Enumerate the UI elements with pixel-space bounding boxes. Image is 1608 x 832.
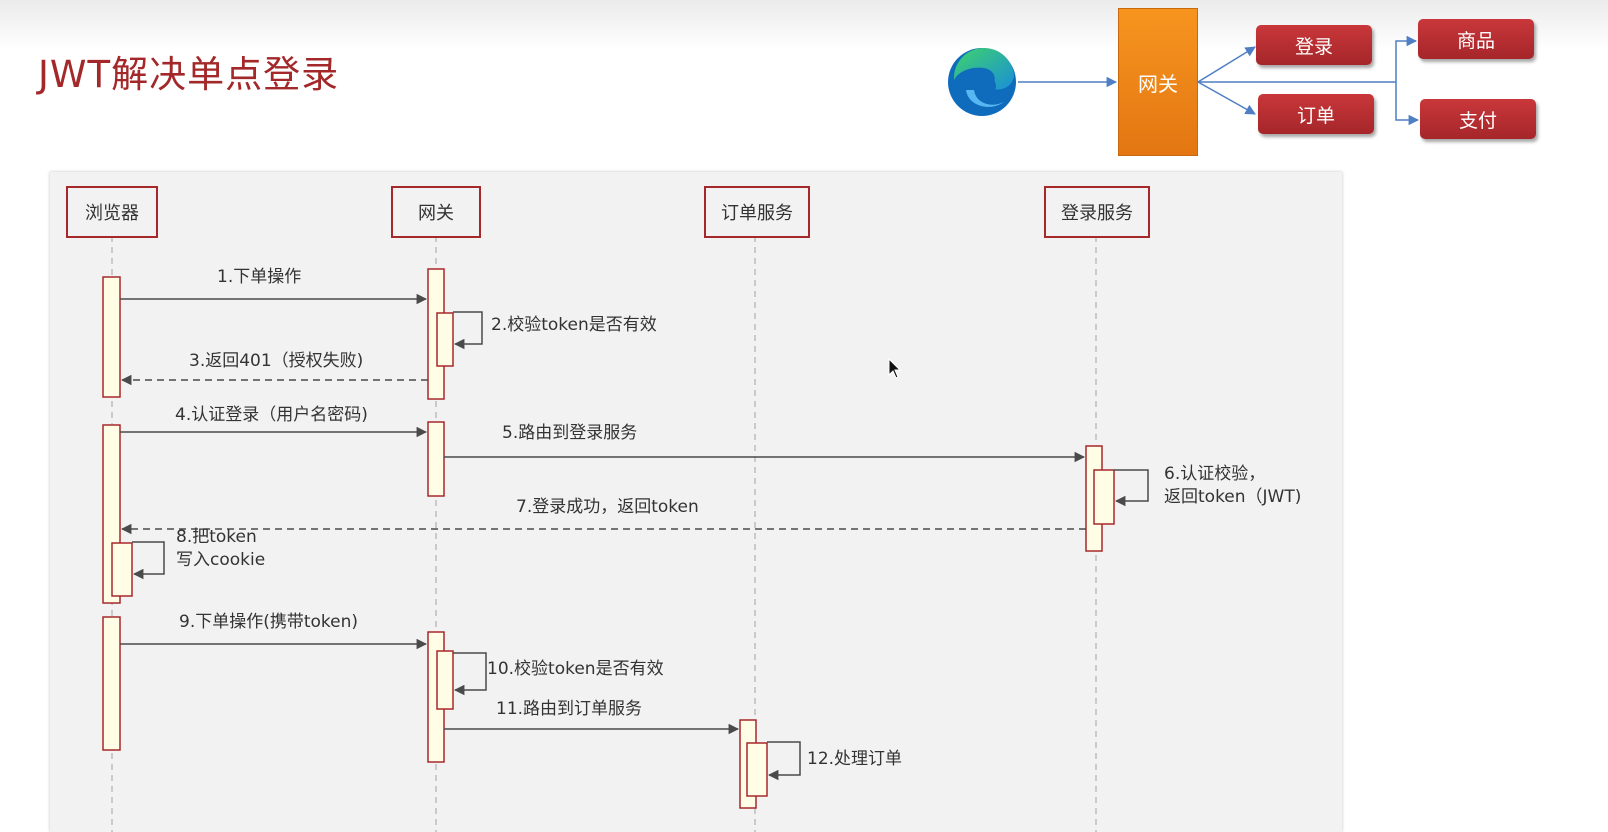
msg-10-arrow (453, 652, 487, 696)
msg-12-arrow (767, 741, 801, 781)
msg-8-arrow (132, 541, 165, 580)
participant-browser: 浏览器 (66, 186, 158, 238)
slide-title: JWT解决单点登录 (38, 53, 340, 96)
edge-browser-icon (948, 47, 1016, 116)
msg-11-label: 11.路由到订单服务 (496, 699, 643, 719)
msg-10-label: 10.校验token是否有效 (487, 659, 664, 679)
msg-6-label-line2: 返回token（JWT) (1164, 487, 1302, 507)
msg-2-arrow (453, 311, 483, 350)
msg-5-label: 5.路由到登录服务 (502, 423, 638, 443)
msg-9-label: 9.下单操作(携带token) (179, 612, 359, 632)
msg-3-label: 3.返回401（授权失败) (189, 351, 364, 371)
participant-gateway: 网关 (391, 186, 481, 238)
activation-gateway-2 (427, 421, 445, 497)
activation-browser-3 (102, 616, 121, 751)
msg-2-label: 2.校验token是否有效 (491, 315, 657, 335)
msg-6-label-line1: 6.认证校验， (1164, 464, 1266, 484)
activation-order-self (746, 742, 768, 797)
flow-product-box: 商品 (1418, 19, 1534, 59)
msg-4-label: 4.认证登录（用户名密码) (175, 405, 368, 425)
flow-payment-box: 支付 (1420, 99, 1536, 139)
activation-browser-self (111, 542, 133, 597)
participant-login-service: 登录服务 (1044, 186, 1150, 238)
sequence-diagram (102, 236, 1149, 832)
activation-gateway-self-1 (436, 312, 454, 367)
msg-8-label-line2: 写入cookie (176, 550, 266, 570)
participant-order-service: 订单服务 (704, 186, 810, 238)
msg-8-label-line1: 8.把token (176, 527, 257, 547)
msg-12-label: 12.处理订单 (807, 749, 903, 769)
sequence-diagram-panel: 浏览器 网关 订单服务 登录服务 1.下单操作 2.校验token是否有效 3.… (50, 172, 1342, 832)
flow-gateway-box: 网关 (1118, 8, 1198, 156)
activation-browser-1 (102, 276, 121, 398)
msg-7-label: 7.登录成功，返回token (516, 497, 699, 517)
flow-login-box: 登录 (1256, 25, 1372, 65)
flow-connectors (1018, 35, 1420, 126)
activation-login-self (1093, 469, 1115, 525)
activation-gateway-self-2 (436, 650, 454, 710)
msg-6-arrow (1114, 469, 1149, 507)
msg-1-label: 1.下单操作 (217, 267, 302, 287)
mouse-cursor-icon (888, 358, 902, 379)
flow-order-box: 订单 (1258, 94, 1374, 134)
